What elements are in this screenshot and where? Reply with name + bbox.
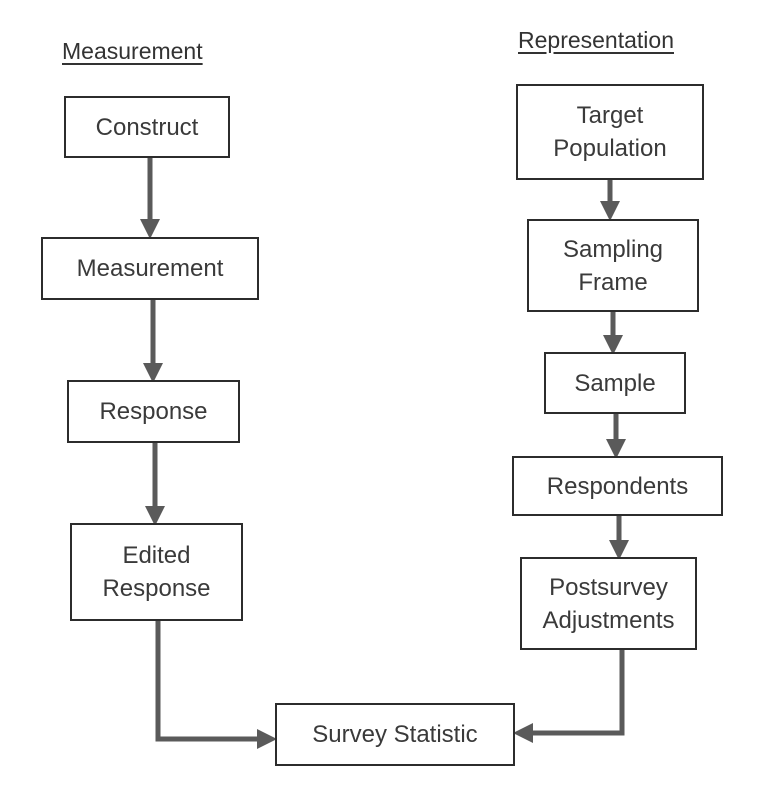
sample-box: Sample [544,352,686,414]
respondents-box: Respondents [512,456,723,516]
target-population-label-line-2: Population [553,135,667,162]
construct-box: Construct [64,96,230,158]
representation-heading: Representation [518,27,674,53]
measurement-label: Measurement [76,255,224,282]
postsurvey-adjustments-label-line-2: Adjustments [542,606,675,634]
respondents-label: Respondents [546,472,689,500]
edited-response-label-line-2: Response [102,575,211,602]
measurement-heading: Measurement [62,38,203,64]
sampling-frame-label-line-2: Frame [578,268,648,296]
survey-statistic-box: Survey Statistic [275,703,515,766]
sampling-frame-label-line-1: Sampling [562,235,664,263]
arrow-edited-response-to-survey-statistic [155,621,277,749]
edited-response-label-line-1: Edited [122,542,191,569]
measurement-box: Measurement [41,237,259,300]
postsurvey-adjustments-label-line-1: Postsurvey [549,573,668,601]
arrow-postsurvey-to-survey-statistic [513,649,625,743]
construct-label: Construct [95,113,199,141]
edited-response-box: Edited Response [70,523,243,621]
target-population-box: Target Population [516,84,704,180]
sampling-frame-box: Sampling Frame [527,219,699,312]
response-label: Response [99,398,208,425]
survey-statistic-label: Survey Statistic [312,721,478,748]
postsurvey-adjustments-box: Postsurvey Adjustments [520,557,697,650]
target-population-label-line-1: Target [576,102,644,129]
response-box: Response [67,380,240,443]
sample-label: Sample [574,369,656,397]
